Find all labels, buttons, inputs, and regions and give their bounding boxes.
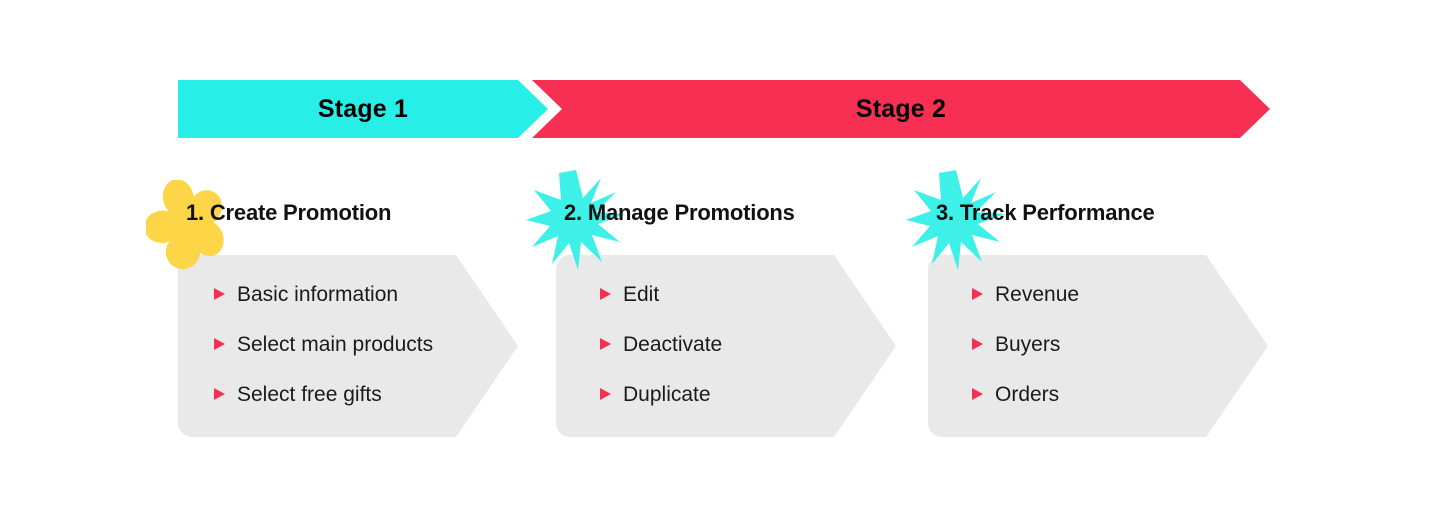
stage-banner-2: Stage 2 [532,80,1270,138]
triangle-right-icon [212,286,226,302]
triangle-right-icon [212,386,226,402]
triangle-right-icon [598,386,612,402]
list-item-label: Deactivate [623,332,723,356]
list-item[interactable]: Basic information [212,279,518,309]
triangle-right-icon [598,336,612,352]
column-1-header: 1. Create Promotion [146,180,558,270]
list-item[interactable]: Orders [970,379,1268,409]
column-2-list: Edit Deactivate Duplicate [556,255,896,409]
list-item[interactable]: Buyers [970,329,1268,359]
list-item[interactable]: Select main products [212,329,518,359]
stage-banner-1: Stage 1 [178,80,548,138]
column-2-card: Edit Deactivate Duplicate [556,255,896,437]
column-1-card: Basic information Select main products S… [178,255,518,437]
column-3-list: Revenue Buyers Orders [928,255,1268,409]
stage-1-label: Stage 1 [317,94,409,123]
triangle-right-icon [970,386,984,402]
list-item-label: Select main products [237,332,434,356]
stage-2-label: Stage 2 [855,94,947,123]
list-item-label: Orders [995,382,1060,406]
list-item[interactable]: Revenue [970,279,1268,309]
column-2-header: 2. Manage Promotions [526,170,936,270]
list-item-label: Select free gifts [237,382,382,406]
column-create-promotion: 1. Create Promotion Basic information Se… [146,180,558,446]
column-1-list: Basic information Select main products S… [178,255,518,409]
list-item[interactable]: Edit [598,279,896,309]
column-manage-promotions: 2. Manage Promotions Edit Deactivate [526,170,936,446]
stage-banner-row: Stage 1 Stage 2 [178,80,1270,138]
list-item-label: Basic information [237,282,399,306]
column-3-header: 3. Track Performance [906,170,1308,270]
triangle-right-icon [970,286,984,302]
triangle-right-icon [598,286,612,302]
list-item-label: Edit [623,282,660,306]
column-2-title: 2. Manage Promotions [564,200,795,225]
column-track-performance: 3. Track Performance Revenue Buyers [906,170,1308,446]
triangle-right-icon [212,336,226,352]
list-item[interactable]: Duplicate [598,379,896,409]
list-item[interactable]: Deactivate [598,329,896,359]
column-3-title: 3. Track Performance [936,200,1155,225]
triangle-right-icon [970,336,984,352]
list-item-label: Duplicate [623,382,711,406]
column-1-title: 1. Create Promotion [186,200,392,225]
column-3-card: Revenue Buyers Orders [928,255,1268,437]
list-item-label: Buyers [995,332,1061,356]
list-item[interactable]: Select free gifts [212,379,518,409]
list-item-label: Revenue [995,282,1080,306]
